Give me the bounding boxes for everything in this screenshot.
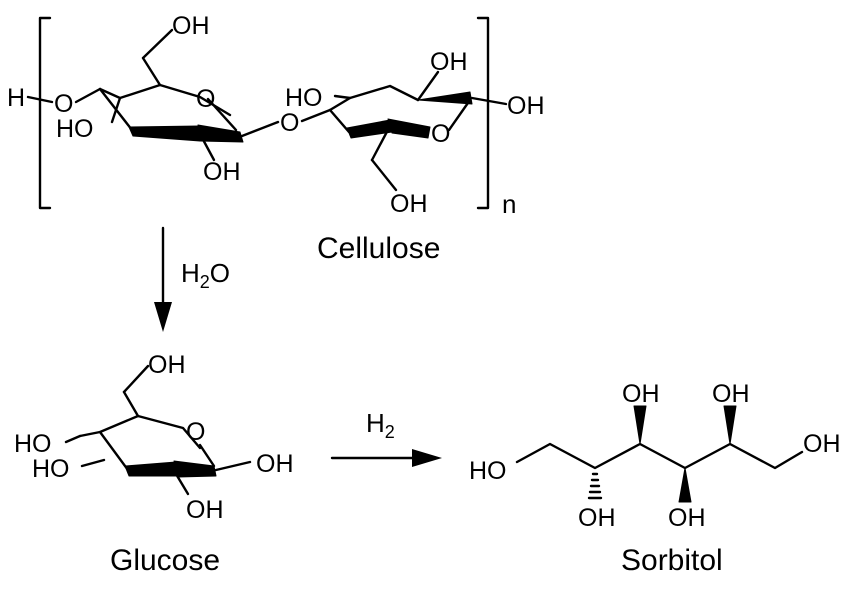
ring1-c3-oh bbox=[110, 96, 122, 124]
sorbitol-structure: HO OH OH OH OH OH bbox=[469, 380, 841, 532]
glucose-c3-oh bbox=[80, 458, 106, 468]
ring2-o-c1 bbox=[447, 98, 472, 132]
ring1-c2-oh bbox=[198, 132, 216, 162]
repeat-bracket-left bbox=[38, 16, 52, 210]
glucose-front-edge bbox=[124, 461, 179, 477]
ring2-c1-wedge bbox=[417, 91, 473, 105]
glucose-c5-c6 bbox=[122, 390, 140, 418]
ring1-front-right bbox=[197, 124, 244, 143]
ring2-front-right bbox=[387, 118, 431, 139]
ring1-o-c1 bbox=[206, 97, 238, 132]
sorbitol-oh-right: OH bbox=[803, 430, 841, 458]
arrow-head-right bbox=[412, 449, 442, 467]
bond-h-o bbox=[26, 95, 54, 104]
ring1-oh-bottom: OH bbox=[203, 158, 241, 186]
glucose-ho-upper: HO bbox=[14, 430, 52, 458]
glucose-label: Glucose bbox=[110, 544, 220, 577]
ring1-oh-top: OH bbox=[172, 12, 210, 40]
atom-terminal-h: H bbox=[7, 84, 25, 112]
ring1-c5-c6 bbox=[141, 56, 162, 87]
glucose-oh-right: OH bbox=[256, 450, 294, 478]
reagent-water: H2O bbox=[181, 258, 230, 292]
glucose-c4-oh bbox=[64, 434, 82, 444]
ring2-c2-oh bbox=[416, 70, 440, 102]
ring2-oh-right: OH bbox=[507, 92, 545, 120]
ring1-ho-left: HO bbox=[56, 115, 94, 143]
ring2-ho-left: HO bbox=[285, 84, 323, 112]
glucose-front-right bbox=[173, 460, 217, 478]
sorbitol-wedge-c4 bbox=[678, 467, 692, 503]
bond-glycosidic-o-c4 bbox=[300, 108, 332, 123]
glycosidic-oxygen: O bbox=[280, 109, 299, 137]
glucose-ho-lower: HO bbox=[32, 455, 70, 483]
sorbitol-oh-c2: OH bbox=[578, 504, 616, 532]
ring1-oxygen: O bbox=[196, 85, 215, 113]
sorbitol-wedge-c3 bbox=[633, 405, 647, 445]
bond-c1-glycosidic-o bbox=[240, 120, 280, 138]
glucose-c2-oh bbox=[174, 472, 190, 496]
ring1-front-edge bbox=[128, 125, 201, 142]
glucose-structure: O OH HO HO OH OH bbox=[14, 351, 294, 524]
ring2-c5-c6 bbox=[370, 124, 392, 162]
glucose-top-edge bbox=[78, 414, 202, 450]
repeat-subscript-n: n bbox=[502, 189, 516, 219]
ring2-oh-bottom: OH bbox=[390, 190, 428, 218]
glucose-left-bond bbox=[98, 430, 130, 472]
ring2-c6-oh bbox=[370, 158, 398, 192]
glucose-c1-oh bbox=[214, 460, 252, 472]
glucose-c6-oh bbox=[122, 364, 150, 394]
ring2-c1-oh bbox=[470, 96, 508, 106]
ring2-top-edge bbox=[328, 84, 420, 112]
reagent-hydrogen: H2 bbox=[366, 408, 395, 442]
sorbitol-oh-c3: OH bbox=[622, 380, 660, 408]
sorbitol-hash-bond-c2 bbox=[587, 472, 603, 500]
glucose-o-c1 bbox=[198, 443, 216, 468]
atom-terminal-o: O bbox=[54, 90, 73, 118]
sorbitol-oh-c4: OH bbox=[668, 504, 706, 532]
hydrogenation-arrow bbox=[330, 449, 442, 467]
cellulose-structure: n H O O OH HO OH O O bbox=[7, 12, 545, 219]
sorbitol-carbon-chain bbox=[515, 442, 804, 470]
sorbitol-oh-c5: OH bbox=[712, 380, 750, 408]
repeat-bracket-right bbox=[476, 16, 490, 210]
glucose-oh-bottom: OH bbox=[186, 496, 224, 524]
ring2-c3-oh bbox=[333, 94, 352, 100]
hydrolysis-arrow bbox=[154, 226, 172, 332]
ring2-oxygen: O bbox=[431, 120, 450, 148]
glucose-ring-oxygen: O bbox=[186, 418, 205, 446]
ring2-oh-top: OH bbox=[430, 48, 468, 76]
cellulose-label: Cellulose bbox=[317, 232, 440, 265]
sorbitol-wedge-c5 bbox=[723, 405, 737, 445]
sorbitol-label: Sorbitol bbox=[621, 544, 723, 577]
glucose-oh-top: OH bbox=[148, 351, 186, 379]
arrow-head-down bbox=[154, 302, 172, 332]
ring1-c6-oh bbox=[141, 28, 174, 60]
bond-o-c4 bbox=[74, 87, 102, 104]
ring2-left-bond bbox=[328, 108, 351, 134]
sorbitol-ho-left: HO bbox=[469, 457, 507, 485]
